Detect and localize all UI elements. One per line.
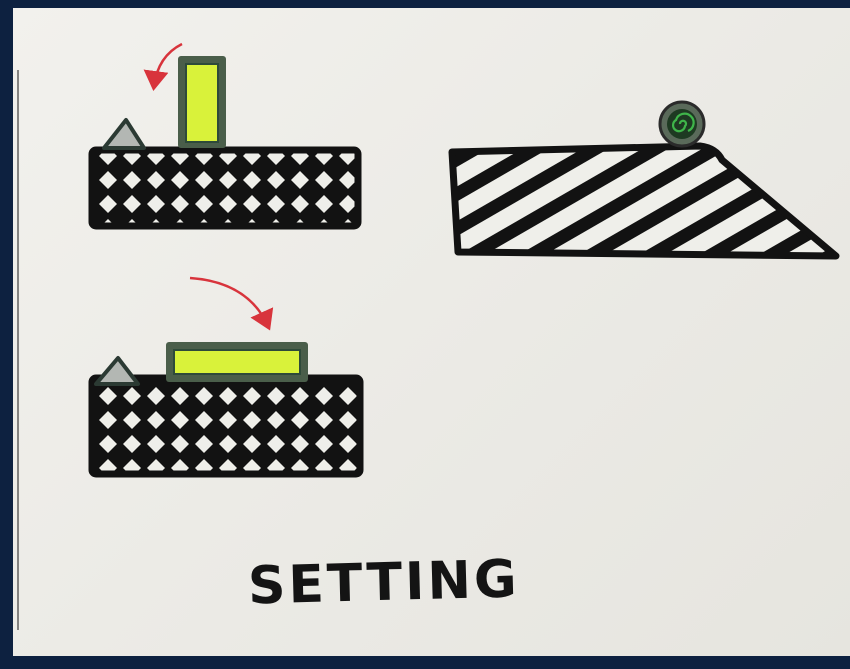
upright-block-fill: [186, 64, 218, 142]
curved-arrow-icon: [190, 278, 268, 326]
crosshatch-platform-top: [92, 150, 358, 226]
fallen-block-fill: [174, 350, 300, 374]
setting-caption: SETTING: [247, 544, 519, 621]
diagonal-hatched-ramp: [452, 146, 836, 256]
triangle-stopper-icon: [96, 358, 138, 384]
scene-fallen-block: [92, 278, 360, 474]
curved-arrow-icon: [154, 44, 182, 86]
triangle-stopper-icon: [104, 120, 144, 148]
scene-ramp: [452, 102, 836, 256]
scene-upright-block: [92, 44, 358, 226]
crosshatch-platform-bottom: [92, 378, 360, 474]
